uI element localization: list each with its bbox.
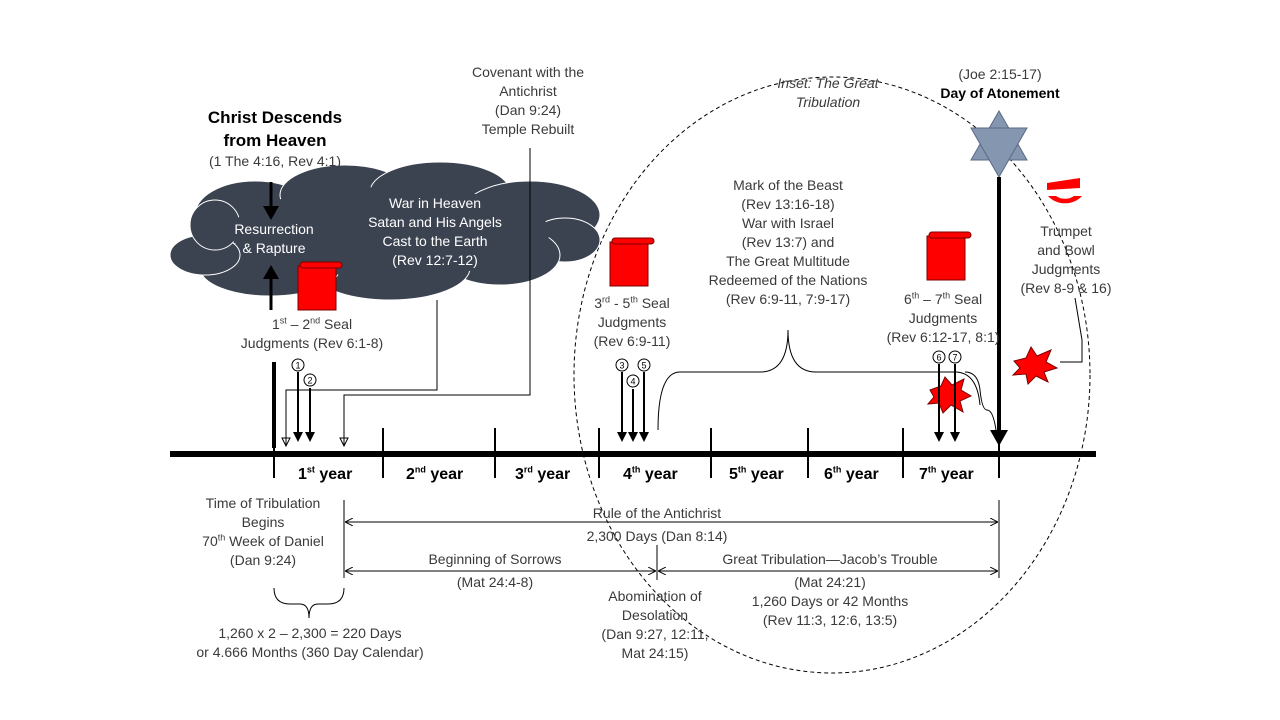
war-line-1: War in Heaven bbox=[388, 195, 482, 211]
inset-label: Inset: The Great Tribulation bbox=[763, 74, 893, 112]
seal-3-5-line-2: Judgments bbox=[597, 314, 667, 330]
year-5-label: 5th year bbox=[729, 464, 784, 483]
seal-6-7-line-3: (Rev 6:12-17, 8:1) bbox=[886, 329, 1000, 345]
seal-number-4: 4 bbox=[630, 377, 635, 387]
seal-3-5-label: 3rd - 5th Seal Judgments (Rev 6:9-11) bbox=[572, 294, 692, 351]
year-4-label: 4th year bbox=[623, 464, 678, 483]
tribulation-begins-label: Time of Tribulation Begins 70th Week of … bbox=[188, 494, 338, 570]
war-line-4: (Rev 12:7-12) bbox=[392, 252, 478, 268]
covenant-label: Covenant with the Antichrist (Dan 9:24) … bbox=[453, 63, 603, 139]
war-line-2: Satan and His Angels bbox=[368, 214, 502, 230]
mark-line-6: Redeemed of the Nations bbox=[708, 272, 868, 288]
calc-line-2: or 4.666 Months (360 Day Calendar) bbox=[196, 644, 424, 660]
trib-begins-line-4: (Dan 9:24) bbox=[229, 552, 297, 568]
seal-number-3: 3 bbox=[619, 361, 624, 371]
war-line-3: Cast to the Earth bbox=[382, 233, 488, 249]
war-in-heaven-label: War in Heaven Satan and His Angels Cast … bbox=[350, 194, 520, 270]
calc-brace bbox=[273, 587, 345, 619]
heading-line-2: from Heaven bbox=[223, 131, 327, 150]
sorrows-ref: (Mat 24:4-8) bbox=[456, 574, 534, 590]
seal-6-7-line-1: 6th – 7th Seal bbox=[903, 290, 983, 307]
trumpet-line-1: Trumpet bbox=[1040, 223, 1092, 239]
christ-descends-title: Christ Descends from Heaven bbox=[185, 106, 365, 152]
rapture-line-2: & Rapture bbox=[242, 240, 306, 256]
sorrows-label: Beginning of Sorrows bbox=[428, 551, 562, 567]
seal-3-5-line-3: (Rev 6:9-11) bbox=[593, 333, 671, 349]
covenant-line-1: Covenant with the bbox=[471, 64, 585, 80]
year-7-label: 7th year bbox=[919, 464, 974, 483]
great-trib-line-4: (Rev 11:3, 12:6, 13:5) bbox=[762, 612, 898, 628]
trumpet-line-2: and Bowl bbox=[1037, 242, 1095, 258]
heading-line-1: Christ Descends bbox=[207, 108, 343, 127]
mark-line-7: (Rev 6:9-11, 7:9-17) bbox=[725, 291, 851, 307]
explosion-icon-lower bbox=[926, 376, 973, 414]
seal-6-7-line-2: Judgments bbox=[908, 310, 978, 326]
atonement-ref: (Joe 2:15-17) bbox=[958, 66, 1042, 82]
great-trib-label: Great Tribulation—Jacob’s Trouble bbox=[722, 551, 938, 567]
seal-number-6: 6 bbox=[936, 353, 941, 363]
trib-begins-line-1: Time of Tribulation bbox=[205, 495, 321, 511]
trib-begins-line-3: 70th Week of Daniel bbox=[202, 532, 324, 549]
seal-1-2-label: 1st – 2nd Seal Judgments (Rev 6:1-8) bbox=[222, 315, 402, 353]
days-calculation-label: 1,260 x 2 – 2,300 = 220 Days or 4.666 Mo… bbox=[165, 624, 455, 662]
trumpet-line-4: (Rev 8-9 & 16) bbox=[1020, 280, 1112, 296]
rapture-line-1: Resurrection bbox=[234, 221, 314, 237]
seal-number-1: 1 bbox=[295, 361, 300, 371]
year-3-label: 3rd year bbox=[515, 464, 571, 483]
trib-begins-line-2: Begins bbox=[241, 514, 285, 530]
abomination-line-2: Desolation bbox=[621, 607, 689, 623]
mark-line-3: War with Israel bbox=[741, 215, 835, 231]
covenant-line-3: (Dan 9:24) bbox=[494, 102, 562, 118]
atonement-title: Day of Atonement bbox=[940, 85, 1060, 101]
covenant-line-2: Antichrist bbox=[499, 83, 557, 99]
scroll-icon-seal-3-5 bbox=[609, 237, 655, 287]
year-6-label: 6th year bbox=[824, 464, 879, 483]
trumpet-line-3: Judgments bbox=[1031, 261, 1101, 277]
seal-number-2: 2 bbox=[307, 376, 312, 386]
scroll-icon-seal-6-7 bbox=[926, 231, 972, 281]
great-trib-ref: (Mat 24:21) 1,260 Days or 42 Months (Rev… bbox=[735, 573, 925, 630]
abomination-label: Abomination of Desolation (Dan 9:27, 12:… bbox=[585, 587, 725, 663]
abomination-line-1: Abomination of bbox=[608, 588, 702, 604]
seal-3-5-line-1: 3rd - 5th Seal bbox=[594, 294, 670, 311]
mark-of-beast-brace bbox=[657, 329, 981, 431]
abomination-line-4: Mat 24:15) bbox=[621, 645, 689, 661]
abomination-line-3: (Dan 9:27, 12:11, bbox=[601, 626, 709, 642]
seal-number-5: 5 bbox=[641, 361, 646, 371]
calc-line-1: 1,260 x 2 – 2,300 = 220 Days bbox=[218, 625, 402, 641]
mark-line-4: (Rev 13:7) and bbox=[741, 234, 835, 250]
inset-great-tribulation-ring bbox=[573, 76, 1091, 674]
mark-line-2: (Rev 13:16-18) bbox=[741, 196, 835, 212]
mark-of-beast-label: Mark of the Beast (Rev 13:16-18) War wit… bbox=[688, 176, 888, 309]
rule-days-label: 2,300 Days (Dan 8:14) bbox=[586, 528, 728, 544]
rapture-label: Resurrection & Rapture bbox=[214, 220, 334, 258]
covenant-line-4: Temple Rebuilt bbox=[481, 121, 575, 137]
rule-of-antichrist-label: Rule of the Antichrist bbox=[592, 505, 722, 521]
inset-line-2: Tribulation bbox=[795, 94, 861, 110]
year-1-label: 1st year bbox=[298, 464, 353, 483]
great-trib-line-3: 1,260 Days or 42 Months bbox=[751, 593, 909, 609]
seal-1-2-line-2: Judgments (Rev 6:1-8) bbox=[240, 335, 384, 351]
star-of-david-icon bbox=[970, 109, 1028, 179]
seal-number-7: 7 bbox=[952, 353, 957, 363]
seal-1-2-line-1: 1st – 2nd Seal bbox=[271, 315, 353, 332]
explosion-icon-upper bbox=[1011, 345, 1059, 386]
mark-line-5: The Great Multitude bbox=[726, 253, 850, 269]
trumpet-bowl-label: Trumpet and Bowl Judgments (Rev 8-9 & 16… bbox=[1010, 222, 1122, 298]
year-2-label: 2nd year bbox=[406, 464, 464, 483]
trumpet-bowl-icon bbox=[1047, 178, 1082, 204]
christ-descends-ref: (1 The 4:16, Rev 4:1) bbox=[208, 153, 342, 169]
scroll-icon-seal-1-2 bbox=[297, 261, 343, 311]
seal-6-7-label: 6th – 7th Seal Judgments (Rev 6:12-17, 8… bbox=[868, 290, 1018, 347]
great-trib-line-2: (Mat 24:21) bbox=[794, 574, 866, 590]
inset-line-1: Inset: The Great bbox=[777, 75, 879, 91]
mark-line-1: Mark of the Beast bbox=[733, 177, 843, 193]
